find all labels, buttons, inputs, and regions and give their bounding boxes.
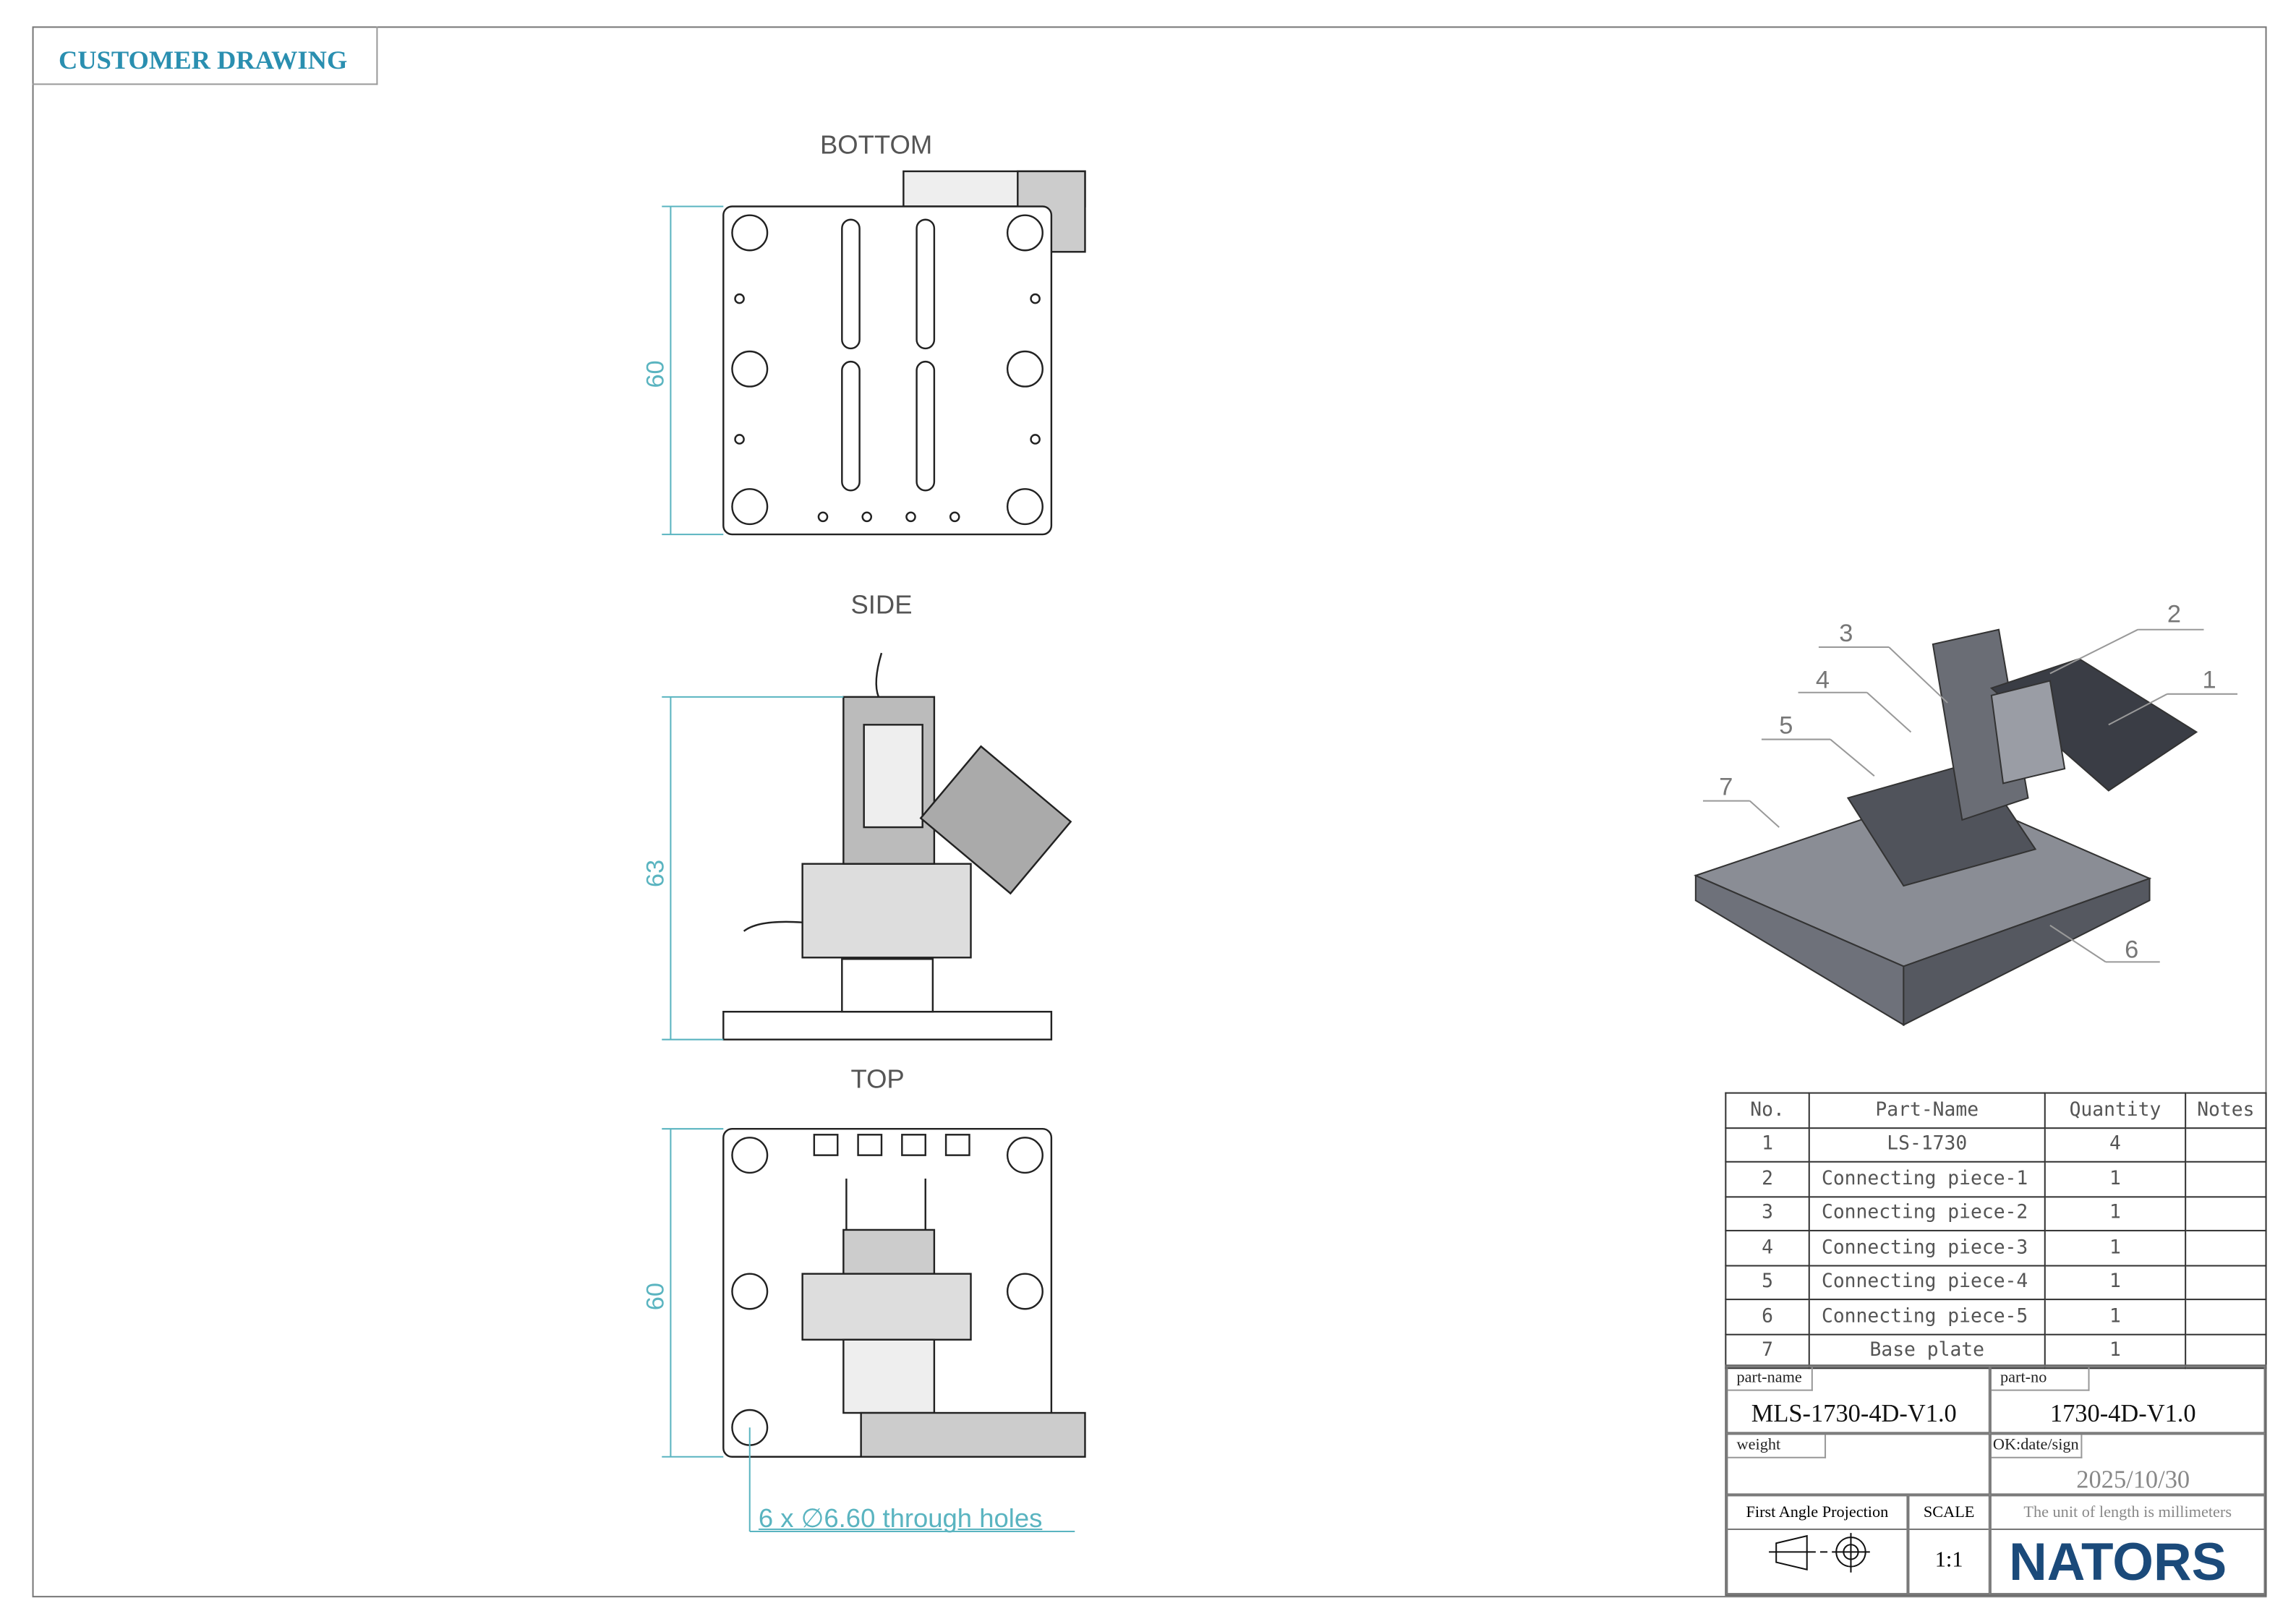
cell-no: 5 <box>1725 1264 1810 1301</box>
bottom-dimension <box>662 205 724 536</box>
view-label-side: SIDE <box>850 590 913 620</box>
cell-no: 6 <box>1725 1299 1810 1335</box>
cell-no: 2 <box>1725 1161 1810 1197</box>
hole-note: 6 x ∅6.60 through holes <box>758 1503 1043 1534</box>
cell-part-name: Connecting piece-2 <box>1808 1195 2046 1231</box>
units-note: The unit of length is millimeters <box>1991 1496 2264 1531</box>
cell-quantity: 1 <box>2044 1264 2187 1301</box>
cell-notes <box>2185 1229 2267 1266</box>
cell-quantity: 1 <box>2044 1229 2187 1266</box>
part-no-value: 1730-4D-V1.0 <box>2049 1399 2196 1428</box>
scale-value: 1:1 <box>1934 1549 1963 1573</box>
cell-part-name: Connecting piece-5 <box>1808 1299 2046 1335</box>
cell-no: 4 <box>1725 1229 1810 1266</box>
cell-quantity: 1 <box>2044 1195 2187 1231</box>
top-view <box>722 1127 1086 1458</box>
title-block: part-name MLS-1730-4D-V1.0 part-no 1730-… <box>1725 1364 2267 1597</box>
header-notes: Notes <box>2185 1092 2267 1129</box>
view-label-bottom: BOTTOM <box>819 130 933 160</box>
callout-4: 4 <box>1816 667 1830 694</box>
callout-3: 3 <box>1839 620 1853 647</box>
view-label-top: TOP <box>850 1064 905 1094</box>
scale-cell: SCALE 1:1 <box>1908 1495 1990 1595</box>
callout-leaders <box>1702 628 2238 963</box>
cell-no: 1 <box>1725 1127 1810 1163</box>
dimension-side-height: 63 <box>641 860 669 887</box>
dimension-bottom-height: 60 <box>641 360 669 388</box>
sheet-border <box>32 26 2267 1598</box>
part-name-label: part-name <box>1728 1367 1813 1391</box>
cell-notes <box>2185 1161 2267 1197</box>
callout-1: 1 <box>2202 667 2216 694</box>
weight-cell: weight <box>1726 1433 1990 1495</box>
side-view <box>722 652 1072 1040</box>
cell-part-name: Connecting piece-4 <box>1808 1264 2046 1301</box>
part-name-cell: part-name MLS-1730-4D-V1.0 <box>1726 1366 1990 1434</box>
cell-part-name: Connecting piece-1 <box>1808 1161 2046 1197</box>
header-no: No. <box>1725 1092 1810 1129</box>
logo-cell: The unit of length is millimeters NATORS <box>1989 1495 2266 1595</box>
nators-logo: NATORS <box>2009 1531 2227 1592</box>
projection-cell: First Angle Projection <box>1726 1495 1908 1595</box>
callout-2: 2 <box>2167 601 2181 628</box>
dimension-top-height: 60 <box>641 1283 669 1310</box>
cell-part-name: LS-1730 <box>1808 1127 2046 1163</box>
part-name-value: MLS-1730-4D-V1.0 <box>1751 1399 1957 1428</box>
side-dimension <box>662 696 844 1040</box>
cell-quantity: 1 <box>2044 1333 2187 1369</box>
isometric-view <box>1694 628 2198 1027</box>
part-no-cell: part-no 1730-4D-V1.0 <box>1989 1366 2266 1434</box>
approval-date: 2025/10/30 <box>2076 1465 2190 1494</box>
first-angle-projection-icon <box>1769 1533 1870 1573</box>
weight-label: weight <box>1728 1435 1827 1458</box>
top-dimension <box>662 1128 1075 1533</box>
cell-no: 7 <box>1725 1333 1810 1369</box>
header-quantity: Quantity <box>2044 1092 2187 1129</box>
cell-quantity: 4 <box>2044 1127 2187 1163</box>
cell-notes <box>2185 1195 2267 1231</box>
ok-cell: OK:date/sign 2025/10/30 <box>1989 1433 2266 1495</box>
callout-6: 6 <box>2125 936 2138 963</box>
cell-notes <box>2185 1333 2267 1369</box>
ok-date-sign-label: OK:date/sign <box>1991 1435 2082 1458</box>
cell-notes <box>2185 1264 2267 1301</box>
cell-notes <box>2185 1299 2267 1335</box>
callout-7: 7 <box>1719 774 1733 801</box>
cell-quantity: 1 <box>2044 1299 2187 1335</box>
drawing-title: CUSTOMER DRAWING <box>32 26 378 85</box>
cell-quantity: 1 <box>2044 1161 2187 1197</box>
bottom-view <box>722 170 1086 536</box>
bom-header: No. Part-Name Quantity Notes <box>1725 1092 2267 1129</box>
callout-5: 5 <box>1779 711 1793 739</box>
cell-notes <box>2185 1127 2267 1163</box>
scale-label: SCALE <box>1909 1496 1989 1531</box>
projection-label: First Angle Projection <box>1728 1496 1907 1531</box>
part-no-label: part-no <box>1991 1367 2090 1391</box>
cell-no: 3 <box>1725 1195 1810 1231</box>
cell-part-name: Base plate <box>1808 1333 2046 1369</box>
header-part-name: Part-Name <box>1808 1092 2046 1129</box>
cell-part-name: Connecting piece-3 <box>1808 1229 2046 1266</box>
